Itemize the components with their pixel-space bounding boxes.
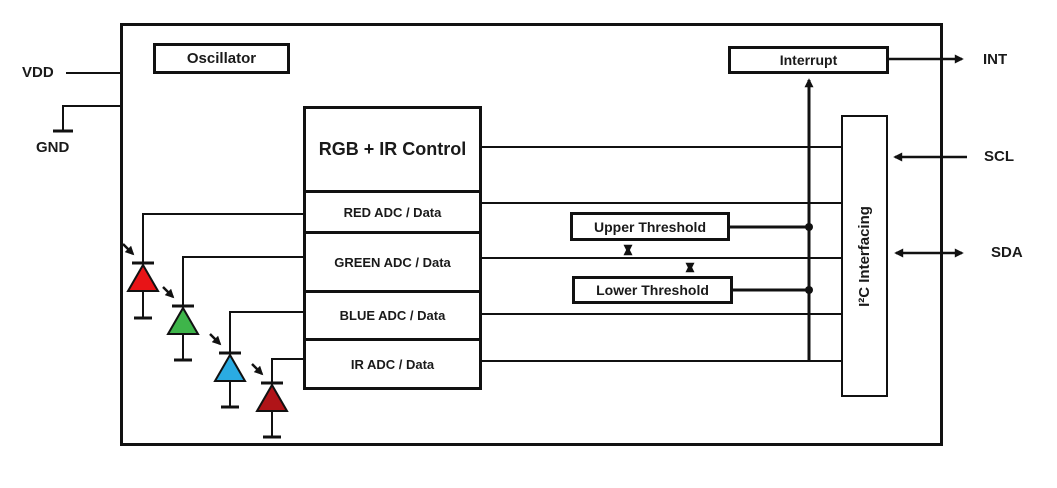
upper-threshold-label: Upper Threshold bbox=[593, 218, 706, 235]
blue-photodiode bbox=[209, 333, 247, 409]
light-arrow-icon bbox=[251, 363, 264, 376]
light-arrow-icon bbox=[122, 243, 135, 256]
i2c-interfacing-block: I²C Interfacing bbox=[841, 115, 888, 397]
red-adc-row: RED ADC / Data bbox=[306, 190, 479, 231]
sda-pin-label: SDA bbox=[991, 244, 1023, 261]
rgb-ir-control-block: RGB + IR Control RED ADC / Data GREEN AD… bbox=[303, 106, 482, 390]
blue-adc-row: BLUE ADC / Data bbox=[306, 290, 479, 338]
scl-pin-label: SCL bbox=[984, 148, 1014, 165]
oscillator-label: Oscillator bbox=[186, 50, 257, 67]
gnd-wire bbox=[62, 105, 121, 130]
control-block-title: RGB + IR Control bbox=[318, 139, 467, 159]
lower-threshold-block: Lower Threshold bbox=[572, 276, 733, 304]
upper-threshold-block: Upper Threshold bbox=[570, 212, 730, 241]
interrupt-label: Interrupt bbox=[779, 52, 838, 68]
ir-diode-wire bbox=[271, 358, 304, 382]
red-diode-wire bbox=[142, 213, 304, 262]
blue-diode-wire bbox=[229, 311, 304, 352]
chip-outline bbox=[120, 23, 943, 446]
gnd-pin-label: GND bbox=[36, 139, 70, 156]
upper-threshold-junction-dot bbox=[805, 223, 813, 231]
green-photodiode bbox=[162, 286, 200, 362]
red-photodiode bbox=[122, 243, 160, 320]
lower-threshold-label: Lower Threshold bbox=[596, 282, 709, 298]
int-pin-label: INT bbox=[983, 51, 1008, 68]
oscillator-block: Oscillator bbox=[153, 43, 290, 74]
ir-adc-row: IR ADC / Data bbox=[306, 338, 479, 387]
green-diode-wire bbox=[182, 256, 304, 305]
vdd-pin-label: VDD bbox=[22, 64, 54, 81]
light-arrow-icon bbox=[162, 286, 175, 299]
green-adc-row: GREEN ADC / Data bbox=[306, 231, 479, 290]
interrupt-block: Interrupt bbox=[728, 46, 889, 74]
light-arrow-icon bbox=[209, 333, 222, 346]
lower-threshold-junction-dot bbox=[805, 286, 813, 294]
ir-photodiode bbox=[251, 363, 289, 439]
i2c-label: I²C Interfacing bbox=[856, 205, 873, 307]
